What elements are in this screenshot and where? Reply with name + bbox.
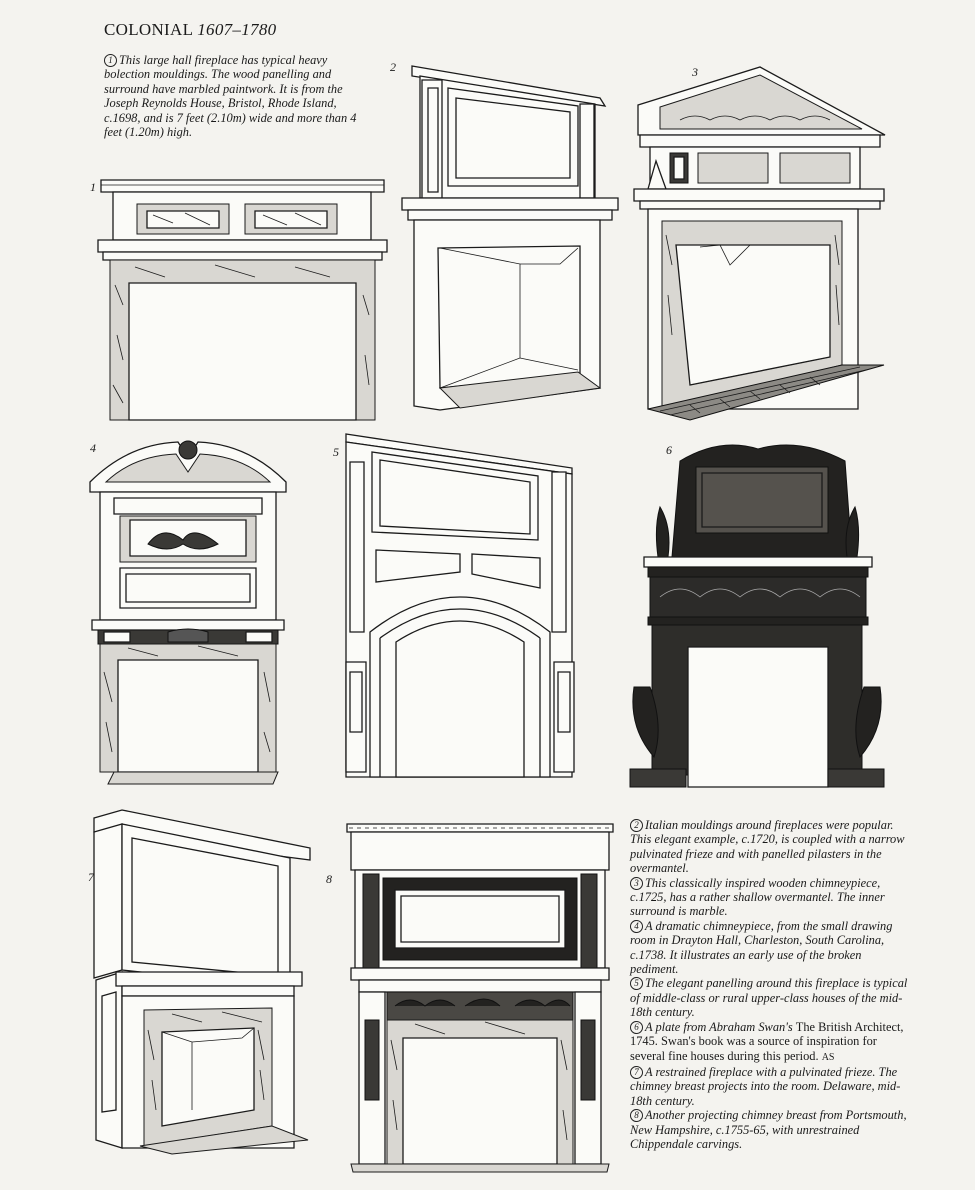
caption-6-author: AS: [821, 1051, 835, 1063]
caption-3-text: This classically inspired wooden chimney…: [630, 875, 885, 919]
caption-2-text: Italian mouldings around fireplaces were…: [630, 818, 905, 876]
caption-marker-5: 5: [630, 977, 643, 991]
caption-marker-8: 8: [630, 1109, 643, 1123]
caption-marker-2: 2: [630, 819, 643, 832]
figure-number-4: 4: [90, 441, 96, 455]
caption-7-text: A restrained fireplace with a pulvinated…: [630, 1064, 901, 1108]
caption-marker-6: 6: [630, 1020, 643, 1034]
caption-8-text: Another projecting chimney breast from P…: [630, 1108, 907, 1151]
caption-1-text: This large hall fireplace has typical he…: [104, 53, 357, 140]
fireplace-illustration-4: [88, 432, 288, 787]
caption-marker-1: 1: [104, 54, 117, 67]
date-range: 1607–1780: [197, 20, 277, 39]
caption-5-text: The elegant panelling around this firepl…: [630, 976, 908, 1020]
figure-number-6: 6: [666, 443, 672, 457]
section-title: COLONIAL: [104, 20, 193, 39]
caption-6-text: A plate from Abraham Swan's: [645, 1019, 793, 1034]
fireplace-illustration-3: [630, 65, 890, 420]
caption-6-book-title: The British Architect, 1745. Swan's book…: [630, 1019, 904, 1063]
fireplace-illustration-7: [82, 810, 312, 1155]
figure-number-1: 1: [90, 180, 96, 194]
figure-number-2: 2: [390, 60, 396, 74]
figure-number-3: 3: [692, 65, 698, 79]
caption-marker-7: 7: [630, 1065, 643, 1079]
page-header: COLONIAL 1607–1780: [104, 20, 276, 40]
caption-4-text: A dramatic chimneypiece, from the small …: [630, 918, 893, 977]
fireplace-illustration-2: [400, 58, 620, 418]
caption-marker-3: 3: [630, 876, 643, 890]
figure-number-7: 7: [88, 870, 94, 884]
fireplace-illustration-8: [345, 820, 615, 1172]
figure-number-5: 5: [333, 445, 339, 459]
caption-marker-4: 4: [630, 919, 643, 933]
figure-number-8: 8: [326, 872, 332, 886]
fireplace-illustration-5: [340, 432, 575, 787]
fireplace-illustration-6: [630, 437, 885, 792]
fireplace-illustration-1: [95, 175, 390, 425]
